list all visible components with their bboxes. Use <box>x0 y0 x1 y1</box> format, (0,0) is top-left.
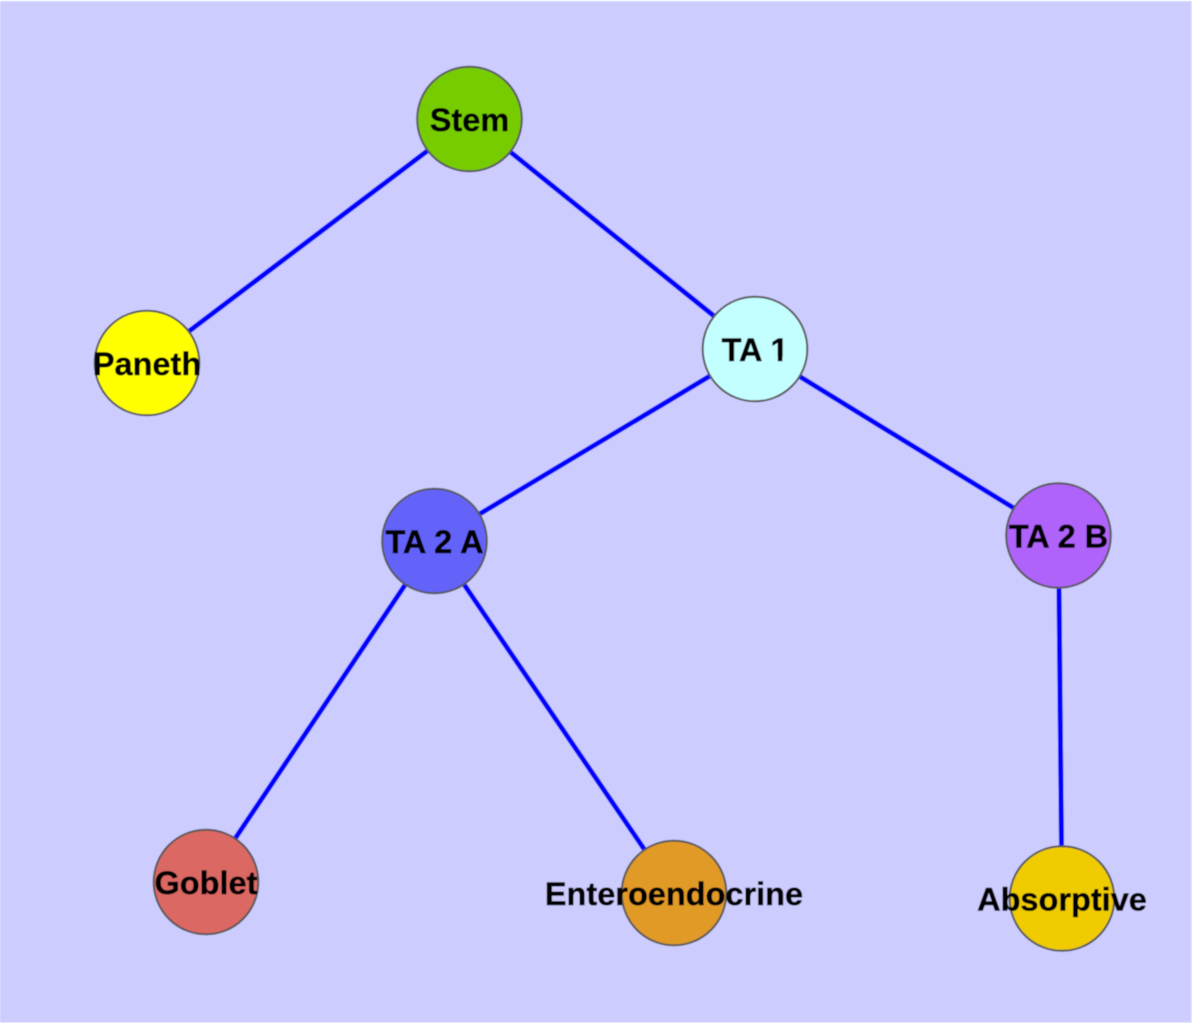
svg-text:TA 2 B: TA 2 B <box>1009 519 1108 555</box>
svg-text:Absorptive: Absorptive <box>977 882 1147 918</box>
svg-text:Stem: Stem <box>430 102 509 138</box>
svg-text:Goblet: Goblet <box>155 865 258 901</box>
svg-text:TA 2 A: TA 2 A <box>385 524 483 560</box>
svg-text:Enteroendocrine: Enteroendocrine <box>545 876 803 912</box>
svg-text:Paneth: Paneth <box>93 346 201 382</box>
svg-text:TA 1: TA 1 <box>722 332 789 368</box>
